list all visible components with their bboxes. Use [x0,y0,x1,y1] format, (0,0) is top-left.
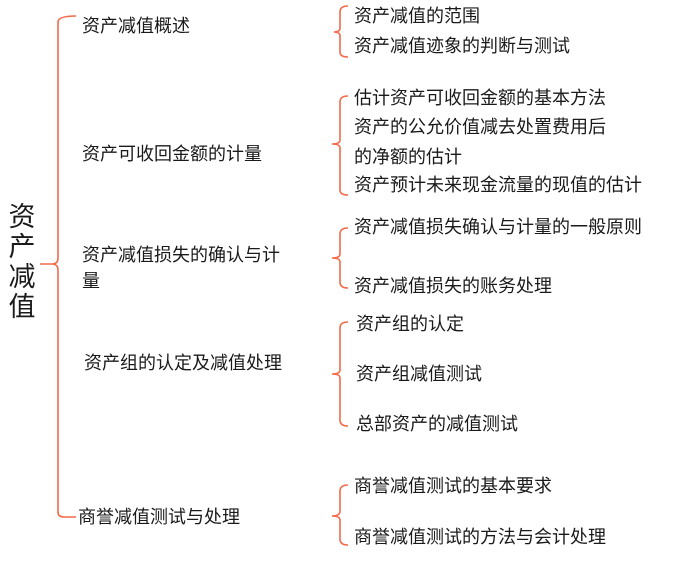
leaf-item[interactable]: 资产组减值测试 [356,364,482,385]
leaf-item[interactable]: 商誉减值测试的基本要求 [354,476,552,497]
root-bracket [40,15,77,518]
root-node[interactable]: 资 产 减 值 [6,203,38,323]
branch-3-bracket [331,227,349,289]
leaf-item[interactable]: 总部资产的减值测试 [356,414,518,435]
leaf-item[interactable]: 资产的公允价值减去处置费用后 [354,117,606,138]
leaf-item[interactable]: 商誉减值测试的方法与会计处理 [354,527,606,548]
root-char: 值 [8,292,36,323]
leaf-item[interactable]: 资产减值损失的账务处理 [354,276,552,297]
leaf-item[interactable]: 资产减值迹象的判断与测试 [354,36,570,57]
leaf-item[interactable]: 资产减值的范围 [354,6,480,27]
leaf-item[interactable]: 资产减值损失确认与计量的一般原则 [354,217,642,238]
branch-impairment-loss[interactable]: 资产减值损失的确认与计 量 [82,243,280,295]
branch-4-bracket [331,321,349,427]
branch-asset-group[interactable]: 资产组的认定及减值处理 [84,353,282,374]
branch-impairment-loss-line1: 资产减值损失的确认与计 [82,245,280,266]
root-char: 减 [8,262,36,293]
leaf-item[interactable]: 资产预计未来现金流量的现值的估计 [354,175,642,196]
leaf-item[interactable]: 估计资产可收回金额的基本方法 [354,88,606,109]
branch-5-bracket [331,484,349,546]
branch-goodwill[interactable]: 商誉减值测试与处理 [78,507,240,528]
branch-1-bracket [333,5,349,58]
root-char: 资 [8,202,36,233]
branch-recoverable-amount[interactable]: 资产可收回金额的计量 [82,144,262,165]
branch-2-bracket [331,95,349,196]
branch-overview[interactable]: 资产减值概述 [82,16,190,37]
leaf-item[interactable]: 资产组的认定 [356,314,464,335]
root-char: 产 [8,232,36,263]
branch-impairment-loss-line2: 量 [82,271,100,292]
leaf-item[interactable]: 的净额的估计 [354,147,462,168]
